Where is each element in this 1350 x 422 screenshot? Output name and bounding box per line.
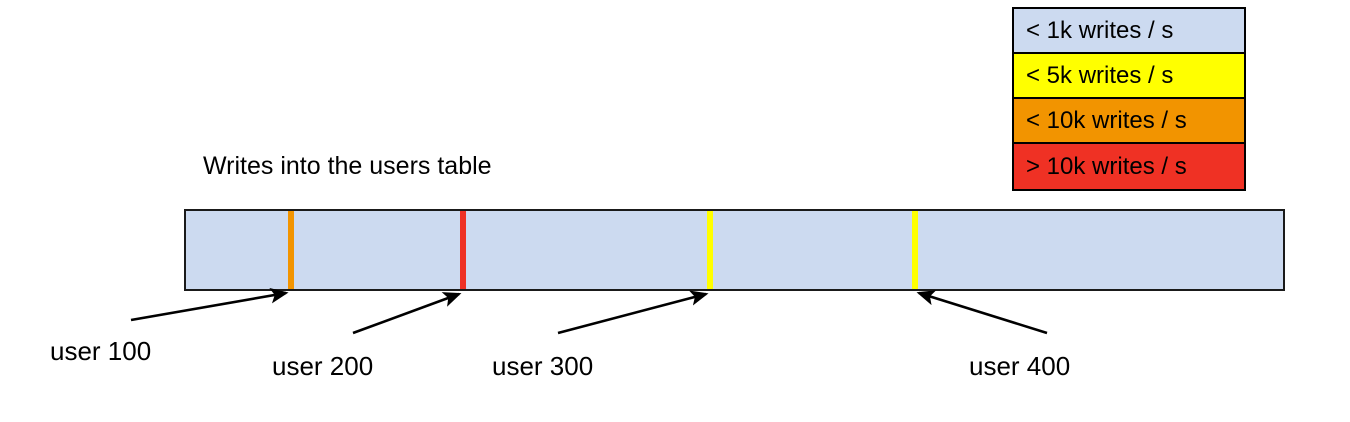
- legend-item-under-1k: < 1k writes / s: [1014, 9, 1244, 54]
- legend-item-label: < 1k writes / s: [1026, 16, 1174, 44]
- callout-label-user-200: user 200: [272, 351, 374, 381]
- legend-item-label: > 10k writes / s: [1026, 152, 1187, 180]
- legend-item-over-10k: > 10k writes / s: [1014, 144, 1244, 189]
- legend: < 1k writes / s < 5k writes / s < 10k wr…: [1012, 7, 1246, 191]
- callout-arrow-user-400: [916, 290, 1048, 335]
- callout-arrow-user-100: [130, 287, 289, 322]
- chart-title: Writes into the users table: [203, 152, 492, 180]
- legend-item-under-10k: < 10k writes / s: [1014, 99, 1244, 144]
- callout-label-user-300: user 300: [492, 351, 594, 381]
- partition-marker-user-400: [912, 211, 918, 289]
- callout-arrow-user-300: [557, 290, 709, 335]
- legend-item-label: < 5k writes / s: [1026, 61, 1174, 89]
- partition-marker-user-300: [707, 211, 713, 289]
- users-table-bar: [184, 209, 1285, 291]
- callout-label-user-100: user 100: [50, 336, 152, 366]
- partition-marker-user-100: [288, 211, 294, 289]
- callout-label-user-400: user 400: [969, 351, 1071, 381]
- callout-arrow-user-200: [352, 292, 462, 335]
- legend-item-under-5k: < 5k writes / s: [1014, 54, 1244, 99]
- legend-item-label: < 10k writes / s: [1026, 106, 1187, 134]
- partition-marker-user-200: [460, 211, 466, 289]
